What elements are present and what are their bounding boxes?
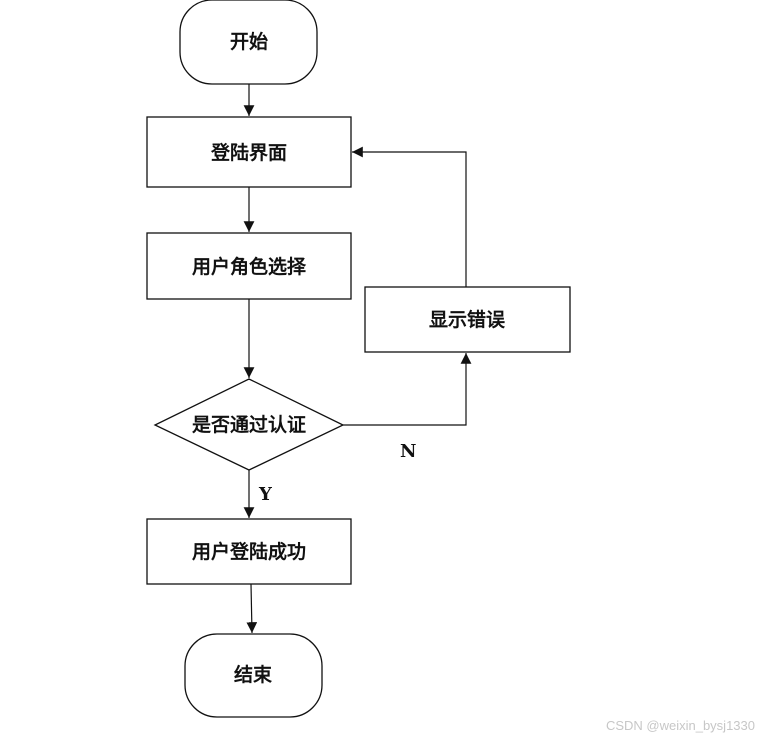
watermark-text: CSDN @weixin_bysj1330 (605, 718, 755, 733)
end-shape (184, 633, 323, 718)
end-label: 结束 (234, 663, 273, 686)
edge-label-no: N (400, 441, 416, 462)
edge-success-to-end (246, 583, 258, 634)
login-screen-node: 登陆界面 (146, 116, 352, 188)
auth-decision-node: 是否通过认证 (153, 378, 345, 471)
edge-label-yes: Y (258, 484, 273, 505)
role-selection-label: 用户角色选择 (192, 255, 307, 278)
show-error-shape (364, 286, 571, 353)
end-node: 结束 (184, 633, 323, 718)
login-screen-label: 登陆界面 (210, 141, 287, 164)
auth-decision-label: 是否通过认证 (192, 413, 306, 436)
login-screen-shape (146, 116, 352, 188)
start-label: 开始 (230, 30, 268, 53)
edge-error-to-login (352, 146, 467, 287)
login-success-label: 用户登陆成功 (192, 540, 306, 563)
start-node: 开始 (179, 0, 318, 85)
login-success-shape (146, 518, 352, 585)
role-selection-node: 用户角色选择 (146, 232, 352, 300)
edge-decision-to-error (343, 353, 472, 426)
login-success-node: 用户登陆成功 (146, 518, 352, 585)
show-error-label: 显示错误 (429, 308, 506, 331)
show-error-node: 显示错误 (364, 286, 571, 353)
